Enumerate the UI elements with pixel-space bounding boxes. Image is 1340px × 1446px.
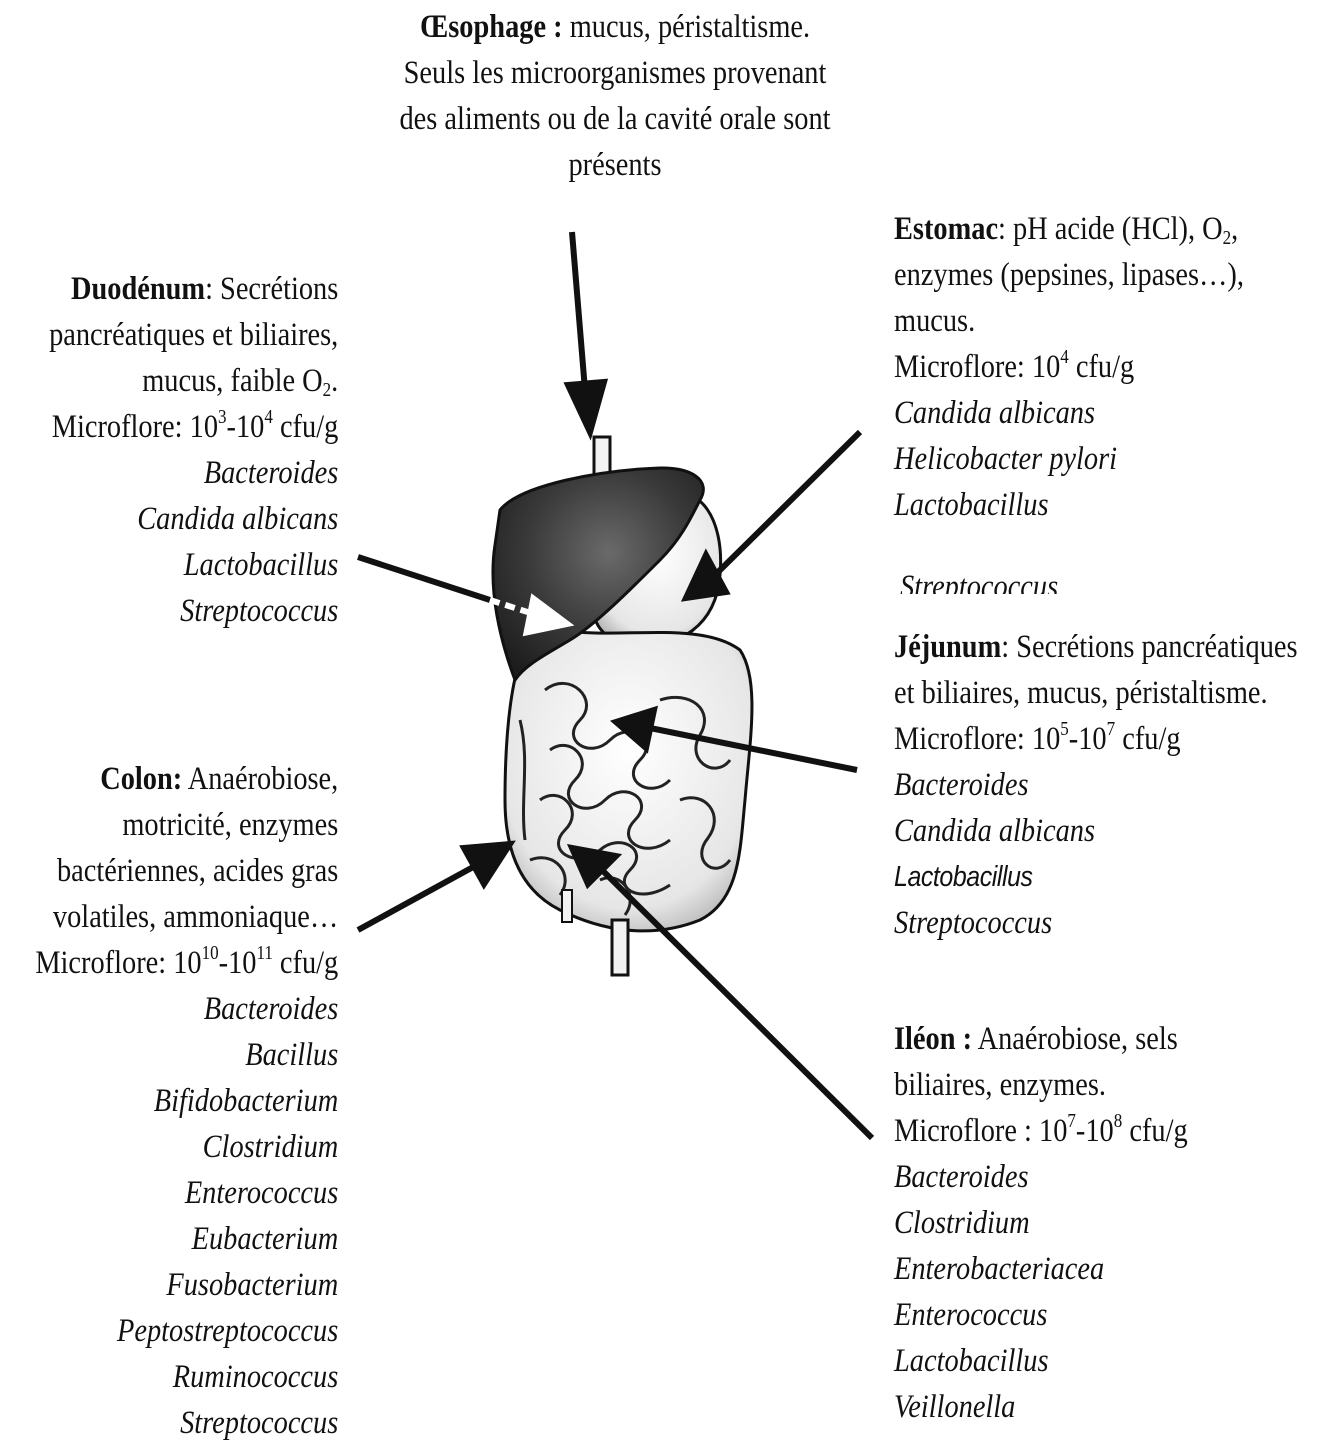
duodenum-title: Duodénum [71, 271, 205, 307]
ileon-line-2: biliaires, enzymes. [894, 1062, 1188, 1108]
oesophage-line-2: Seuls les microorganismes provenant [374, 50, 856, 96]
oesophage-line-1: Œsophage : mucus, péristaltisme. [374, 4, 856, 50]
ileon-line-1: Iléon : Anaérobiose, sels [894, 1016, 1188, 1062]
jejunum-line-1: Jéjunum: Secrétions pancréatiques [894, 624, 1298, 670]
rectum-shape [612, 920, 628, 975]
ileon-title: Iléon : [894, 1021, 972, 1057]
appendix-shape [562, 890, 572, 922]
ileon-organism: Enterobacteriacea [894, 1246, 1188, 1292]
duodenum-organism: Candida albicans [49, 496, 338, 542]
colon-organism: Clostridium [35, 1124, 338, 1170]
oesophage-title: Œsophage : [420, 9, 563, 45]
duodenum-line-2: pancréatiques et biliaires, [49, 312, 338, 358]
estomac-label: Estomac: pH acide (HCl), O2, enzymes (pe… [894, 206, 1244, 528]
duodenum-label: Duodénum: Secrétions pancréatiques et bi… [49, 266, 338, 634]
colon-line-4: volatiles, ammoniaque… [35, 894, 338, 940]
colon-arrowhead [464, 844, 510, 884]
colon-organism: Fusobacterium [35, 1262, 338, 1308]
estomac-line-3: mucus. [894, 298, 1244, 344]
duodenum-line-3: mucus, faible O2. [49, 358, 338, 404]
estomac-line-2: enzymes (pepsines, lipases…), [894, 252, 1244, 298]
colon-shape [505, 627, 752, 931]
estomac-organism: Lactobacillus [894, 482, 1244, 528]
ileon-label: Iléon : Anaérobiose, sels biliaires, enz… [894, 1016, 1188, 1430]
colon-arrow [358, 866, 475, 930]
jejunum-line-2: et biliaires, mucus, péristaltisme. [894, 670, 1298, 716]
jejunum-organism: Streptococcus [894, 900, 1298, 946]
jejunum-organism: Bacteroides [894, 762, 1298, 808]
colon-line-3: bactériennes, acides gras [35, 848, 338, 894]
colon-label: Colon: Anaérobiose, motricité, enzymes b… [35, 756, 338, 1446]
estomac-arrow [712, 432, 860, 578]
oesophage-label: Œsophage : mucus, péristaltisme. Seuls l… [374, 4, 856, 188]
estomac-organism: Helicobacter pylori [894, 436, 1244, 482]
jejunum-organism: Lactobacillus [894, 854, 1298, 900]
duodenum-microflore: Microflore: 103-104 cfu/g [49, 404, 338, 450]
duodenum-line-1: Duodénum: Secrétions [49, 266, 338, 312]
colon-organism: Peptostreptococcus [35, 1308, 338, 1354]
ileon-microflore: Microflore : 107-108 cfu/g [894, 1108, 1188, 1154]
ileon-organism: Enterococcus [894, 1292, 1188, 1338]
oesophage-line-3: des aliments ou de la cavité orale sont [374, 96, 856, 142]
colon-organism: Eubacterium [35, 1216, 338, 1262]
colon-microflore: Microflore: 1010-1011 cfu/g [35, 940, 338, 986]
jejunum-organism: Candida albicans [894, 808, 1298, 854]
estomac-title: Estomac [894, 211, 998, 247]
colon-title: Colon: [100, 761, 182, 797]
ileon-organism: Bacteroides [894, 1154, 1188, 1200]
colon-line-1: Colon: Anaérobiose, [35, 756, 338, 802]
colon-organism: Bifidobacterium [35, 1078, 338, 1124]
oesophage-arrowhead [568, 382, 604, 432]
colon-organism: Bacillus [35, 1032, 338, 1078]
duodenum-organism: Lactobacillus [49, 542, 338, 588]
colon-line-2: motricité, enzymes [35, 802, 338, 848]
colon-organism: Enterococcus [35, 1170, 338, 1216]
duodenum-arrow [358, 557, 490, 600]
estomac-line-1: Estomac: pH acide (HCl), O2, [894, 206, 1244, 252]
oesophage-arrow [572, 232, 585, 390]
jejunum-microflore: Microflore: 105-107 cfu/g [894, 716, 1298, 762]
jejunum-title: Jéjunum [894, 629, 1001, 665]
ileon-arrow [600, 868, 872, 1138]
colon-organism: Ruminococcus [35, 1354, 338, 1400]
estomac-microflore: Microflore: 104 cfu/g [894, 344, 1244, 390]
ileon-organism: Clostridium [894, 1200, 1188, 1246]
duodenum-organism: Bacteroides [49, 450, 338, 496]
estomac-organism-cut: Streptococcus [900, 564, 1106, 594]
duodenum-organism: Streptococcus [49, 588, 338, 634]
estomac-organism: Candida albicans [894, 390, 1244, 436]
oesophage-line-4: présents [374, 142, 856, 188]
colon-organism: Bacteroides [35, 986, 338, 1032]
ileon-organism: Veillonella [894, 1384, 1188, 1430]
jejunum-label: Jéjunum: Secrétions pancréatiques et bil… [894, 624, 1298, 946]
ileon-organism: Lactobacillus [894, 1338, 1188, 1384]
colon-organism: Streptococcus [35, 1400, 338, 1446]
